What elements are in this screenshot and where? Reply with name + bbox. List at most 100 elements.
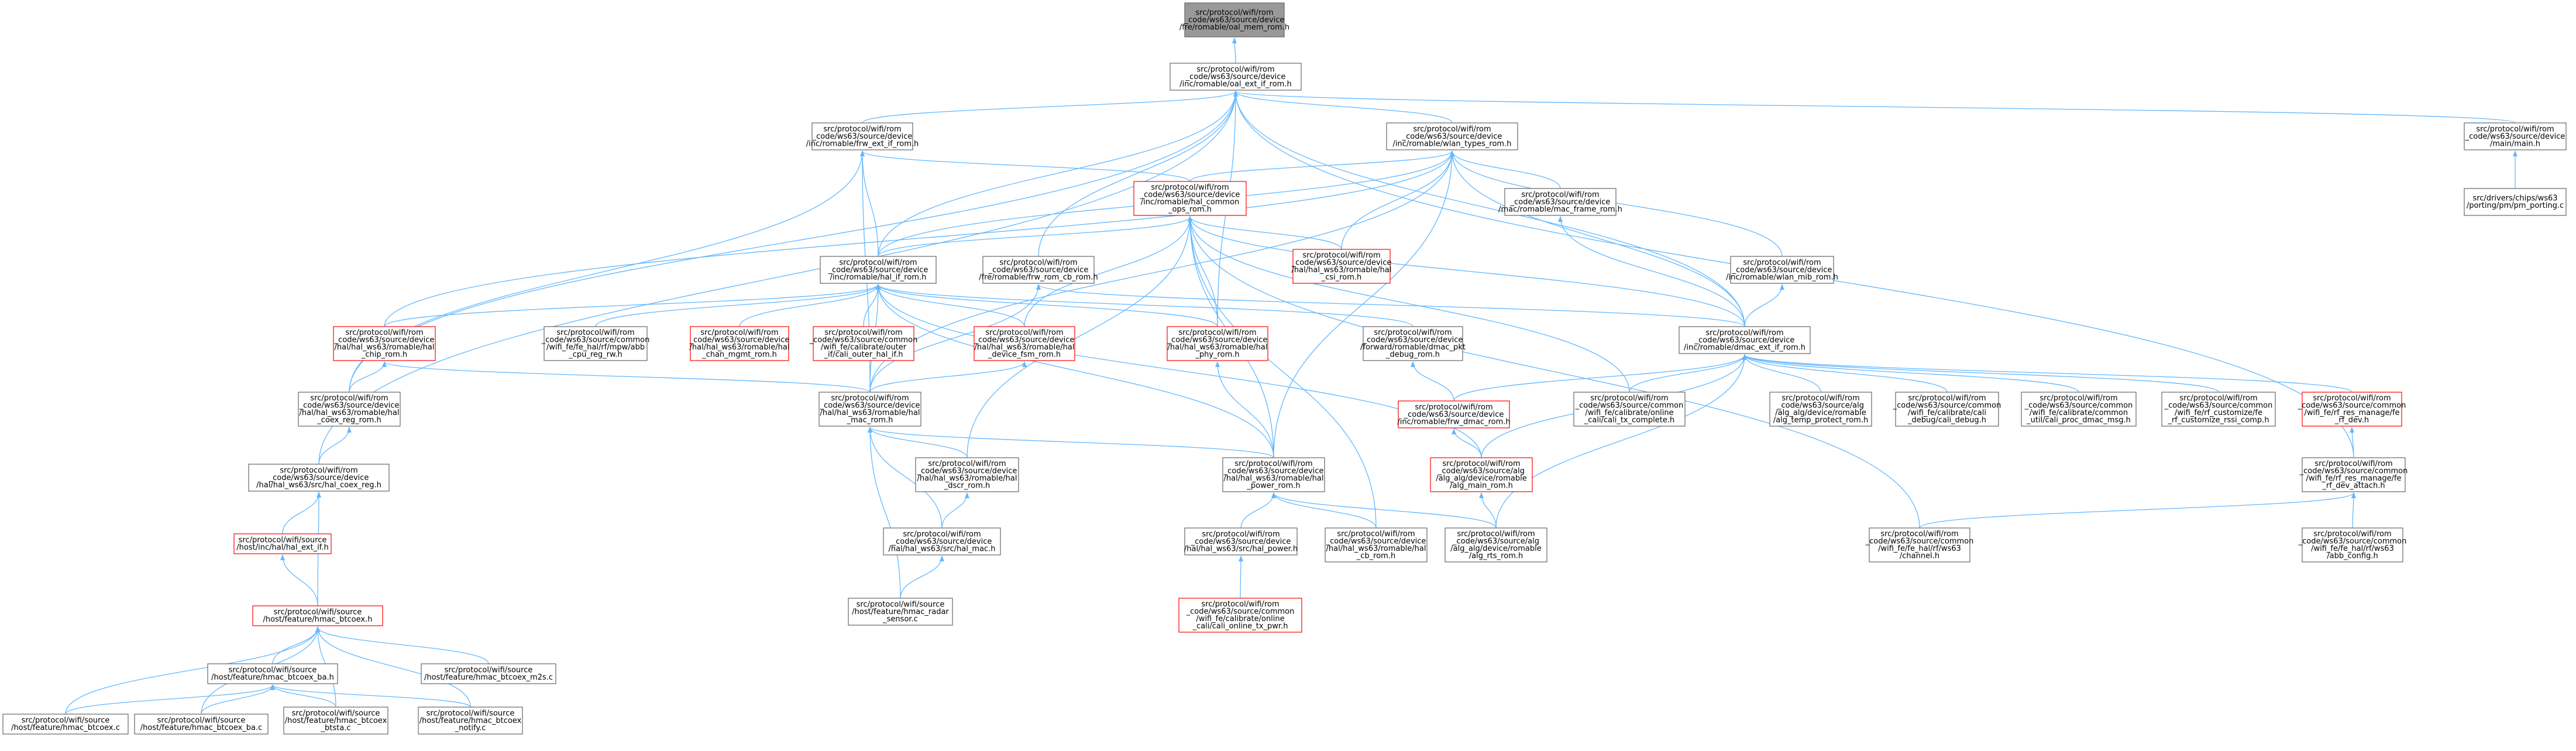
dependency-edge (1233, 91, 1453, 124)
graph-node[interactable]: src/protocol/wifi/rom_code/ws63/source/d… (689, 326, 790, 361)
graph-node[interactable]: src/protocol/wifi/source/host/feature/hm… (283, 707, 388, 735)
graph-node[interactable]: src/protocol/wifi/rom_code/ws63/source/d… (248, 464, 390, 492)
node-label-line: /wifi_fe/calibrate/cali (1908, 409, 1986, 417)
graph-node[interactable]: src/protocol/wifi/rom_code/ws63/source/d… (1325, 527, 1428, 563)
dependency-edge (1450, 150, 1783, 257)
graph-node[interactable]: src/protocol/wifi/rom_code/ws63/source/d… (1184, 527, 1298, 555)
graph-node[interactable]: src/protocol/wifi/rom_code/ws63/source/d… (1726, 256, 1838, 284)
node-box (1504, 188, 1617, 216)
node-label-line: src/protocol/wifi/rom (1743, 258, 1821, 267)
node-label-line: src/protocol/wifi/rom (1442, 459, 1520, 468)
graph-node[interactable]: src/drivers/chips/ws63/porting/pm/pm_por… (2464, 188, 2567, 216)
node-label-line: src/protocol/wifi/rom (1201, 600, 1279, 609)
graph-node[interactable]: src/protocol/wifi/rom_code/ws63/source/a… (1445, 527, 1547, 563)
node-label-line: _code/ws63/source/common (2298, 537, 2407, 546)
graph-node[interactable]: src/protocol/wifi/rom_code/ws63/source/c… (2298, 392, 2406, 427)
dependency-edge (869, 284, 1041, 393)
dependency-edge (595, 284, 881, 327)
graph-node[interactable]: src/protocol/wifi/source/host/feature/hm… (848, 598, 953, 626)
graph-node[interactable]: src/protocol/wifi/source/host/feature/hm… (252, 605, 383, 626)
graph-node[interactable]: src/protocol/wifi/rom_code/ws63/source/c… (2299, 457, 2408, 492)
dependency-edge (315, 626, 489, 664)
graph-node[interactable]: src/protocol/wifi/rom_code/ws63/source/d… (979, 256, 1098, 284)
graph-node[interactable]: src/protocol/wifi/rom_code/ws63/source/c… (2021, 392, 2137, 427)
graph-node[interactable]: src/protocol/wifi/source/host/feature/hm… (134, 714, 269, 735)
node-label-line: src/protocol/wifi/rom (1178, 328, 1256, 337)
graph-node[interactable]: src/protocol/wifi/rom_code/ws63/source/c… (1865, 527, 1974, 563)
node-label-line: _code/ws63/source/common (541, 336, 650, 345)
node-label-line: /inc/romable/frw_ext_if_rom.h (806, 139, 919, 148)
dependency-edge (1271, 492, 1497, 529)
node-label-line: src/protocol/wifi/rom (839, 258, 917, 267)
node-box (1184, 527, 1298, 555)
node-label-line: src/protocol/wifi/source (274, 608, 362, 617)
node-label-line: src/protocol/wifi/rom (999, 258, 1077, 267)
node-label-line: /fre/romable/frw_rom_cb_rom.h (979, 273, 1098, 282)
node-label-line: /host/feature/hmac_btcoex_m2s.c (424, 673, 553, 682)
graph-node[interactable]: src/protocol/wifi/rom_code/ws63/source/d… (1167, 326, 1268, 361)
graph-node[interactable]: src/protocol/wifi/source/host/feature/hm… (207, 663, 338, 684)
node-box (421, 663, 556, 684)
graph-node[interactable]: src/protocol/wifi/rom_code/ws63/source/c… (1573, 392, 1686, 427)
node-label-line: src/protocol/wifi/rom (1151, 183, 1229, 192)
node-label-line: /alg_alg/device/romable (1436, 474, 1527, 483)
graph-node[interactable]: src/protocol/wifi/rom_code/ws63/source/c… (809, 326, 918, 361)
graph-node[interactable]: src/protocol/wifi/rom_code/ws63/source/d… (974, 326, 1075, 361)
graph-node[interactable]: src/protocol/wifi/rom_code/ws63/source/d… (820, 256, 937, 284)
graph-node[interactable]: src/protocol/wifi/rom_code/ws63/source/c… (541, 326, 650, 361)
graph-node[interactable]: src/protocol/wifi/source/host/inc/hal/ha… (233, 533, 332, 554)
dependency-edge (1036, 284, 1745, 327)
dependency-edge (860, 150, 879, 257)
node-label-line: /hal/hal_ws63/romable/hal (1326, 544, 1426, 553)
dependency-edge (1629, 354, 1747, 393)
graph-node[interactable]: src/protocol/wifi/rom_code/ws63/source/a… (1769, 392, 1872, 427)
graph-node[interactable]: src/protocol/wifi/rom_code/ws63/source/d… (333, 326, 436, 361)
node-box (1170, 63, 1302, 91)
node-label-line: _util/cali_proc_dmac_msg.h (2026, 416, 2131, 425)
graph-node[interactable]: src/protocol/wifi/rom_code/ws63/source/d… (298, 392, 401, 427)
graph-node[interactable]: src/protocol/wifi/rom_code/ws63/source/d… (1679, 326, 1811, 354)
graph-node[interactable]: src/protocol/wifi/rom_code/ws63/source/d… (1170, 63, 1302, 91)
graph-node[interactable]: src/protocol/wifi/rom_code/ws63/source/d… (915, 457, 1019, 492)
graph-node[interactable]: src/protocol/wifi/rom_code/ws63/source/d… (818, 392, 921, 427)
graph-node[interactable]: src/protocol/wifi/rom_code/ws63/source/c… (2298, 527, 2407, 563)
graph-node[interactable]: src/protocol/wifi/rom_code/ws63/source/d… (1179, 2, 1289, 37)
graph-node[interactable]: src/protocol/wifi/rom_code/ws63/source/d… (1291, 249, 1392, 284)
node-label-line: _debug_rom.h (1385, 351, 1440, 359)
node-label-line: /channel.h (1900, 552, 1939, 561)
graph-node[interactable]: src/protocol/wifi/rom_code/ws63/source/d… (1397, 400, 1511, 428)
graph-node[interactable]: src/protocol/wifi/rom_code/ws63/source/d… (1133, 181, 1247, 216)
dependency-edge (1558, 216, 1745, 327)
graph-node[interactable]: src/protocol/wifi/rom_code/ws63/source/d… (1498, 188, 1622, 216)
graph-node[interactable]: src/protocol/wifi/rom_code/ws63/source/d… (883, 527, 1001, 555)
node-label-line: src/protocol/wifi/source (292, 709, 380, 718)
graph-node[interactable]: src/protocol/wifi/rom_code/ws63/source/c… (1893, 392, 2001, 427)
dependency-edge (270, 684, 336, 708)
node-label-line: /wifi_fe/calibrate/common (2030, 409, 2128, 417)
node-box (1869, 527, 1970, 563)
node-label-line: src/protocol/wifi/rom (2476, 125, 2554, 133)
node-label-line: _code/ws63/source/device (1732, 266, 1832, 275)
node-label-line: src/protocol/wifi/source (229, 666, 317, 675)
node-label-line: /wifi_fe/fe_hal/rf/mpw/abb (546, 343, 645, 352)
node-label-line: _code/ws63/source/device (820, 402, 920, 410)
graph-node[interactable]: src/protocol/wifi/rom_code/ws63/source/c… (1178, 598, 1302, 633)
graph-node[interactable]: src/protocol/wifi/source/host/feature/hm… (421, 663, 556, 684)
dependency-edge (876, 284, 1413, 327)
graph-node[interactable]: src/protocol/wifi/rom_code/ws63/source/d… (806, 122, 919, 150)
graph-node[interactable]: src/protocol/wifi/rom_code/ws63/source/d… (2464, 122, 2567, 150)
node-label-line: src/protocol/wifi/rom (1521, 190, 1599, 199)
node-label-line: _code/ws63/source/common (2024, 402, 2133, 410)
dependency-edge (1450, 150, 1561, 189)
graph-node[interactable]: src/protocol/wifi/rom_code/ws63/source/a… (1430, 457, 1533, 492)
graph-node[interactable]: src/protocol/wifi/source/host/feature/hm… (418, 707, 523, 735)
node-box (248, 464, 390, 492)
graph-node[interactable]: src/protocol/wifi/rom_code/ws63/source/d… (1386, 122, 1518, 150)
graph-node[interactable]: src/protocol/wifi/rom_code/ws63/source/c… (2161, 392, 2276, 427)
dependency-edge (1233, 91, 1745, 327)
graph-node[interactable]: src/protocol/wifi/source/host/feature/hm… (2, 714, 129, 735)
node-box (2464, 122, 2567, 150)
dependency-edge (876, 284, 1274, 458)
graph-node[interactable]: src/protocol/wifi/rom_code/ws63/source/d… (1360, 326, 1466, 361)
graph-node[interactable]: src/protocol/wifi/rom_code/ws63/source/d… (1222, 457, 1325, 492)
